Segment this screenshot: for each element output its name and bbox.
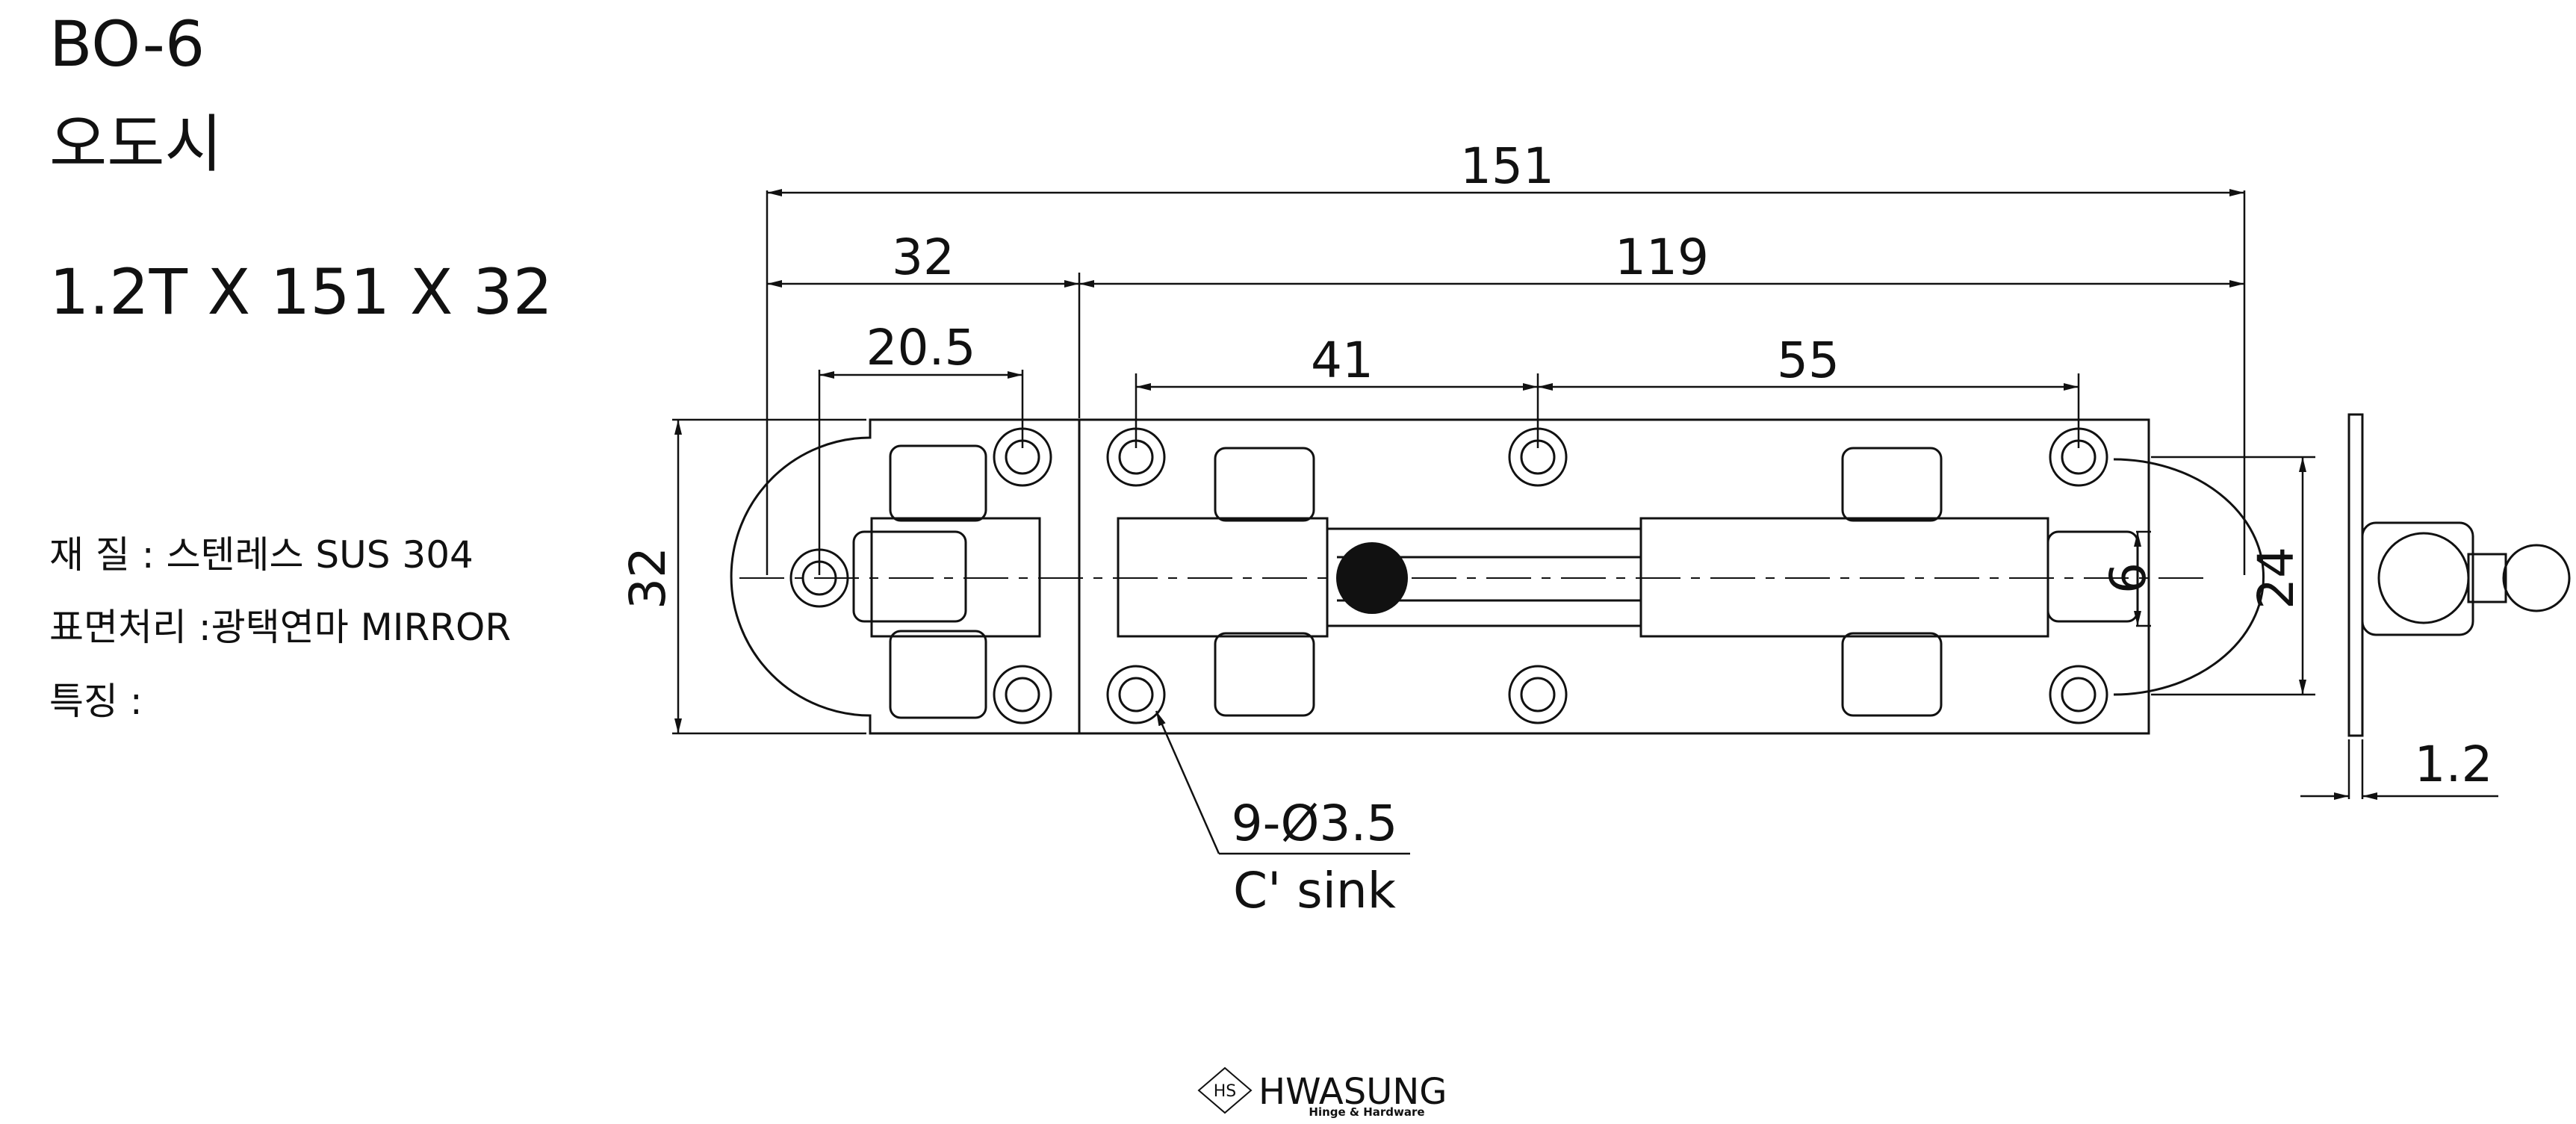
hole-5 [1106,665,1166,724]
hs-logo-text: HS [1214,1082,1237,1101]
hole-note-count: 9-Ø3.5 [1232,795,1398,852]
guide-tab-bottom-1 [1214,632,1315,717]
bolt-plate [730,418,2265,735]
hs-logo-icon [1197,1066,1253,1114]
right-rounded-end [2113,458,2265,696]
product-size: 1.2T X 151 X 32 [49,255,553,329]
dim-20-5: 20.5 [866,319,976,376]
dim-151: 151 [1460,137,1554,195]
spec-feature: 특징 : [49,680,143,723]
keeper-inner [852,530,967,623]
brand-logo: HS HWASUNG Hinge & Hardware [1197,1066,1447,1119]
hole-note-sink: C' sink [1233,862,1397,919]
spec-material: 재 질 : 스텐레스 SUS 304 [49,533,474,577]
side-stem [2467,553,2507,603]
guide-tab-bottom-2 [1841,632,1943,717]
side-view [2347,413,2571,737]
mounting-holes [789,427,2108,724]
product-code: BO-6 [49,7,205,81]
dim-24: 24 [2247,547,2305,609]
brand-name: HWASUNG [1258,1071,1447,1113]
dim-9: 9 [2097,562,2155,594]
keeper-tab-top [889,444,987,522]
dim-55: 55 [1777,332,1840,389]
keeper-tab-bottom [889,630,987,719]
dim-119: 119 [1615,229,1709,286]
dimension-lines [672,189,2498,855]
side-knob [2502,544,2571,612]
product-name: 오도시 [49,108,223,181]
hole-9 [2049,665,2108,724]
side-bracket [2361,521,2474,636]
spec-finish: 표면처리 :광택연마 MIRROR [49,606,511,649]
side-plate [2347,413,2364,737]
dim-32-top: 32 [892,229,955,286]
hole-3 [993,665,1052,724]
dim-1-2: 1.2 [2415,736,2493,793]
keeper-plate-outline [730,418,1081,735]
hole-7 [1508,665,1568,724]
brand-tagline: Hinge & Hardware [1309,1105,1424,1119]
dim-41: 41 [1311,332,1374,389]
guide-tab-top-1 [1214,447,1315,522]
main-plate-outline [1078,418,2150,735]
dim-32-side: 32 [619,547,677,609]
side-knob-ring [2377,532,2470,624]
guide-tab-top-2 [1841,447,1943,522]
